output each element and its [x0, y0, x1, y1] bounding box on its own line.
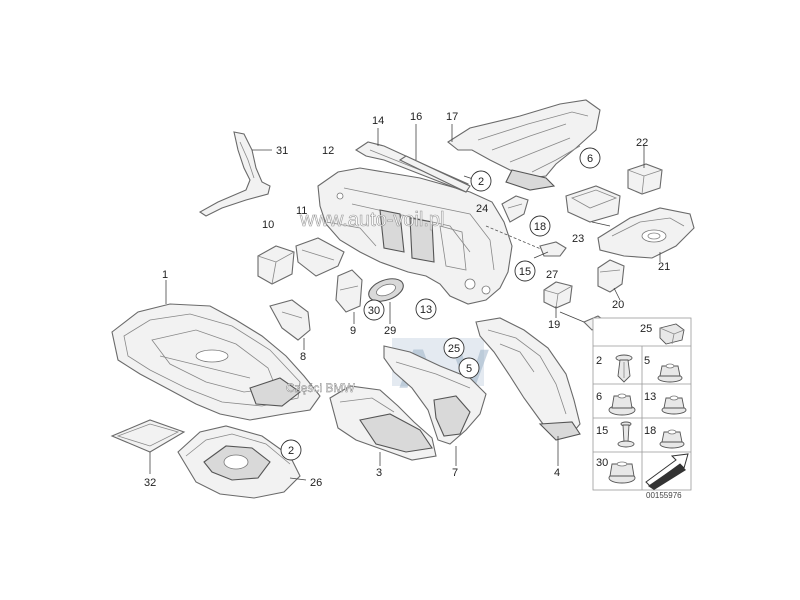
svg-text:2: 2 [288, 445, 294, 457]
svg-text:30: 30 [368, 305, 380, 317]
label-14: 14 [372, 115, 384, 127]
part-27-block [543, 281, 573, 309]
part-4-side-panel [475, 317, 581, 466]
label-3: 3 [376, 467, 382, 479]
circled-label-15: 15 [514, 260, 536, 282]
circled-label-13: 13 [415, 298, 437, 320]
document-number: 00155976 [646, 491, 682, 500]
circled-label-5: 5 [458, 357, 480, 379]
part-22-block [627, 163, 663, 195]
svg-text:13: 13 [420, 304, 432, 316]
grid-label-5: 5 [644, 355, 650, 367]
label-1: 1 [162, 269, 168, 281]
part-31-bracket [198, 131, 272, 217]
circled-label-6: 6 [579, 147, 601, 169]
grid-label-13: 13 [644, 391, 656, 403]
label-32: 32 [144, 477, 156, 489]
flange-nut-6-icon [608, 393, 636, 416]
grid-label-15: 15 [596, 425, 608, 437]
circled-label-2-bottom: 2 [280, 439, 302, 461]
label-4: 4 [554, 467, 560, 479]
label-24: 24 [476, 203, 488, 215]
part-10-block [257, 245, 295, 285]
flange-nut-18-icon [659, 429, 685, 449]
svg-text:15: 15 [519, 266, 531, 278]
part-8-bracket [269, 299, 311, 350]
label-17: 17 [446, 111, 458, 123]
label-10: 10 [262, 219, 274, 231]
fastener-grid: 25 2 5 6 13 [592, 317, 692, 491]
label-7: 7 [452, 467, 458, 479]
arrow-icon [645, 453, 689, 490]
grid-label-25: 25 [640, 323, 652, 335]
label-8: 8 [300, 351, 306, 363]
circled-callouts: 2 6 15 18 30 13 25 5 [280, 147, 601, 461]
watermark-caption: Części BMW [286, 381, 355, 395]
label-26: 26 [310, 477, 322, 489]
part-1-insulation-mat [111, 280, 321, 421]
circled-label-25: 25 [443, 337, 465, 359]
label-11: 11 [296, 205, 307, 217]
circled-label-2-top: 2 [470, 170, 492, 192]
label-16: 16 [410, 111, 422, 123]
label-19: 19 [548, 319, 560, 331]
expansion-rivet-icon [615, 354, 633, 383]
label-23: 23 [572, 233, 584, 245]
part-3-side-panel [329, 385, 437, 466]
part-26-shaped-mat [177, 425, 307, 499]
circled-label-18: 18 [529, 215, 551, 237]
part-9-bracket [335, 269, 363, 324]
flange-nut-13-icon [661, 395, 687, 415]
part-12-bulkhead [317, 167, 549, 305]
svg-text:5: 5 [466, 363, 472, 375]
label-29: 29 [384, 325, 396, 337]
screw-15-icon [617, 421, 635, 448]
grid-label-18: 18 [644, 425, 656, 437]
svg-text:18: 18 [534, 221, 546, 233]
part-11-pad [295, 237, 345, 277]
part-17-heat-shield [447, 99, 601, 191]
grid-label-30: 30 [596, 457, 608, 469]
part-21-tray [597, 207, 695, 262]
svg-text:25: 25 [448, 343, 460, 355]
part-24-bracket [501, 195, 529, 223]
part-20-bracket [597, 259, 625, 293]
label-27: 27 [546, 269, 558, 281]
svg-text:6: 6 [587, 153, 593, 165]
part-29-grommet [368, 278, 404, 324]
hex-nut-30-icon [608, 461, 636, 484]
grid-label-2: 2 [596, 355, 602, 367]
flange-nut-5-icon [657, 363, 683, 383]
label-9: 9 [350, 325, 356, 337]
label-22: 22 [636, 137, 648, 149]
svg-text:2: 2 [478, 176, 484, 188]
label-12: 12 [322, 145, 334, 157]
grid-label-6: 6 [596, 391, 602, 403]
part-32-sheet [110, 419, 186, 474]
label-21: 21 [658, 261, 670, 273]
clip-25-icon [659, 323, 685, 345]
label-20: 20 [612, 299, 624, 311]
part-23-pad [565, 185, 621, 223]
circled-label-30: 30 [363, 299, 385, 321]
watermark-url: www.auto-voil.pl [299, 209, 445, 231]
part-7-tunnel-panel [383, 345, 487, 466]
part-16-seal [398, 124, 471, 193]
label-31: 31 [276, 145, 288, 157]
